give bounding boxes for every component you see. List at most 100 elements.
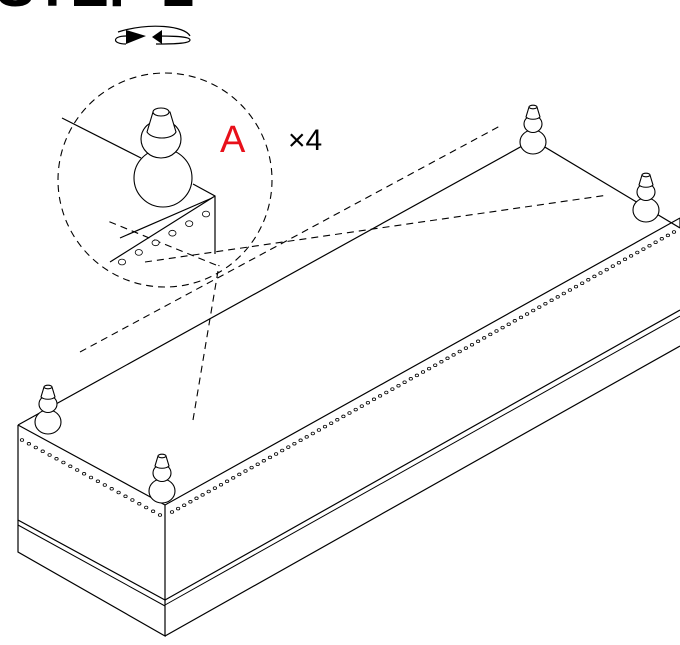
perforation-hole xyxy=(118,258,127,266)
perforation-hole xyxy=(137,502,142,506)
zoom-callout: A ×4 xyxy=(57,72,322,288)
perforation-hole xyxy=(116,490,121,495)
perforation-hole xyxy=(635,250,640,255)
perforation-holes xyxy=(19,230,677,517)
perforation-hole xyxy=(433,363,438,367)
perforation-hole xyxy=(194,496,199,501)
base-box xyxy=(17,139,680,638)
perforation-hole xyxy=(292,441,297,446)
perforation-hole xyxy=(54,457,59,461)
perforation-hole xyxy=(225,479,230,484)
perforation-hole xyxy=(231,476,236,480)
perforation-hole xyxy=(206,489,211,494)
perforation-hole xyxy=(426,366,432,371)
perforation-hole xyxy=(82,472,87,476)
perforation-hole xyxy=(622,257,628,262)
perforation-hole xyxy=(40,449,45,454)
perforation-hole xyxy=(243,469,248,473)
perforation-hole xyxy=(169,510,175,514)
callout-guide-lines xyxy=(79,125,609,421)
perforation-hole xyxy=(134,249,143,256)
perforation-hole xyxy=(182,503,187,507)
perforation-hole xyxy=(61,460,66,465)
perforation-hole xyxy=(144,505,149,510)
perforation-hole xyxy=(218,482,224,487)
perforation-hole xyxy=(543,301,548,306)
perforation-hole xyxy=(26,442,31,446)
perforation-hole xyxy=(402,380,407,384)
perforation-hole xyxy=(353,407,358,412)
perforation-hole xyxy=(280,448,285,453)
perforation-hole xyxy=(168,229,177,237)
feet xyxy=(34,104,660,504)
perforation-hole xyxy=(102,483,107,487)
callout-foot xyxy=(133,107,193,208)
perforation-hole xyxy=(359,404,364,408)
perforation-hole xyxy=(445,356,450,361)
perforation-hole xyxy=(567,288,573,292)
foot xyxy=(519,104,547,155)
foot xyxy=(148,453,176,504)
part-letter: A xyxy=(220,119,246,161)
perforation-hole xyxy=(201,210,210,218)
perforation-hole xyxy=(200,493,205,497)
step-heading: STEP 2 xyxy=(0,0,195,19)
perforation-hole xyxy=(524,312,530,316)
perforation-hole xyxy=(439,360,444,364)
perforation-hole xyxy=(555,295,560,299)
perforation-hole xyxy=(671,230,677,234)
perforation-hole xyxy=(604,267,609,272)
perforation-hole xyxy=(130,498,135,502)
perforation-hole xyxy=(68,464,73,469)
perforation-hole xyxy=(267,455,273,460)
perforation-hole xyxy=(151,509,156,514)
perforation-hole xyxy=(469,342,475,347)
perforation-hole xyxy=(341,414,346,419)
perforation-hole xyxy=(123,494,128,499)
perforation-hole xyxy=(641,247,646,251)
perforation-hole xyxy=(457,349,462,354)
perforation-hole xyxy=(365,400,370,405)
perforation-hole xyxy=(273,452,279,456)
perforation-hole xyxy=(335,418,340,422)
perforation-hole xyxy=(500,325,505,330)
perforation-hole xyxy=(316,428,321,432)
perforation-hole xyxy=(610,264,615,268)
perforation-hole xyxy=(384,390,389,395)
perforation-hole xyxy=(488,332,493,337)
perforation-hole xyxy=(109,487,114,491)
perforation-hole xyxy=(573,284,579,289)
perforation-hole xyxy=(518,315,524,320)
perforation-hole xyxy=(531,308,536,313)
perforation-hole xyxy=(396,383,401,388)
perforation-hole xyxy=(414,373,419,378)
perforation-hole xyxy=(322,424,328,429)
perforation-hole xyxy=(390,387,395,391)
perforation-hole xyxy=(47,453,52,457)
perforation-hole xyxy=(33,445,38,450)
perforation-hole xyxy=(157,513,163,517)
perforation-hole xyxy=(212,486,217,490)
perforation-hole xyxy=(647,243,652,248)
perforation-hole xyxy=(19,438,25,442)
perforation-hole xyxy=(598,271,603,275)
perforation-hole xyxy=(451,353,456,357)
perforation-hole xyxy=(653,240,658,244)
perforation-hole xyxy=(377,394,383,398)
perforation-hole xyxy=(176,506,181,511)
perforation-hole xyxy=(151,239,160,247)
perforation-hole xyxy=(475,339,481,344)
perforation-hole xyxy=(408,377,413,381)
perforation-hole xyxy=(561,291,566,296)
perforation-hole xyxy=(188,500,193,504)
perforation-hole xyxy=(237,472,242,477)
perforation-hole xyxy=(494,329,499,333)
perforation-hole xyxy=(665,233,671,238)
perforation-hole xyxy=(580,281,585,285)
perforation-hole xyxy=(420,370,426,374)
perforation-hole xyxy=(506,322,511,326)
perforation-hole xyxy=(537,305,542,309)
perforation-hole xyxy=(482,336,487,340)
perforation-hole xyxy=(249,465,254,470)
